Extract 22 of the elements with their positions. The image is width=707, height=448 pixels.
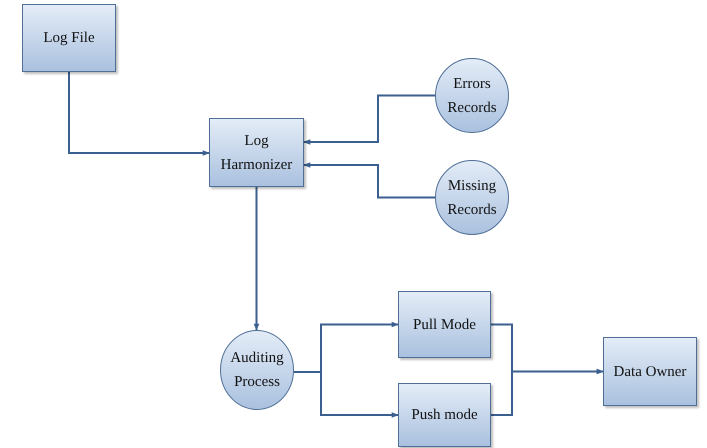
node-label: Data Owner [612,362,688,382]
node-label: Log File [42,29,96,48]
process-box [209,118,304,187]
arrow [303,162,435,198]
process-box [398,291,491,358]
arrow [303,94,435,145]
node-label: Auditing Process [229,349,285,392]
process-box [603,337,697,406]
node-label: Log Harmonizer [220,132,294,174]
node-label: Errors Records [446,74,498,118]
node-label: Pull Mode [412,316,477,334]
process-circle [435,160,509,235]
process-box [22,4,116,72]
arrow [294,371,399,418]
node-label: Missing Records [446,176,498,220]
node-label: Push mode [410,406,479,425]
arrow [254,187,260,331]
process-circle [220,330,294,410]
arrow [68,72,210,156]
process-box [398,383,491,447]
arrow [491,368,604,416]
process-circle [435,58,509,133]
